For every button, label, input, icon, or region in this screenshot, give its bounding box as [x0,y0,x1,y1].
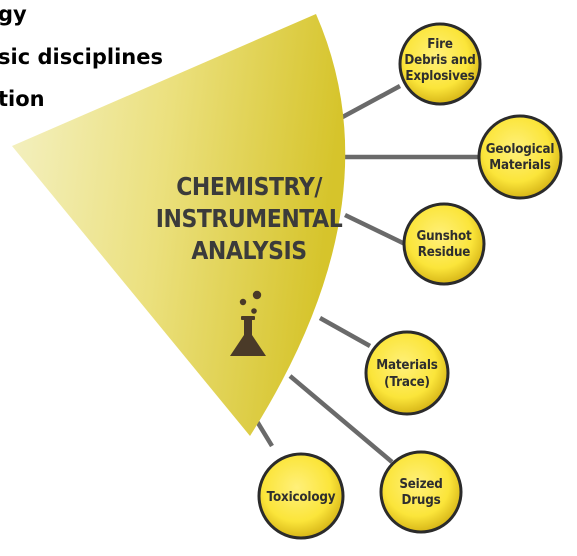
connector-materials [318,316,372,348]
node-seized[interactable]: Seized Drugs [379,450,463,534]
node-toxicology-line-1: Toxicology [267,489,336,505]
wedge-label-line-3: ANALYSIS [191,236,306,266]
node-gunshot[interactable]: Gunshot Residue [402,202,486,286]
flask-icon [230,290,266,356]
node-fire-line-2: Debris and [404,52,475,68]
node-materials[interactable]: Materials (Trace) [364,330,450,416]
node-geological[interactable]: Geological Materials [477,114,563,200]
node-materials-line-2: (Trace) [384,374,430,390]
node-geological-line-1: Geological [486,141,555,157]
chemistry-wedge [12,14,346,436]
heading-line-3: tion [0,87,45,111]
node-gunshot-line-2: Residue [418,244,470,260]
wedge-label-line-2: INSTRUMENTAL [156,204,343,234]
heading-line-2: sic disciplines [0,45,163,69]
node-fire[interactable]: Fire Debris and Explosives [398,22,482,106]
node-fire-line-1: Fire [427,36,453,52]
node-fire-line-3: Explosives [405,68,474,84]
node-gunshot-line-1: Gunshot [416,228,471,244]
node-seized-line-2: Drugs [401,492,440,508]
node-materials-line-1: Materials [376,357,437,373]
heading-line-1: gy [0,2,27,26]
node-seized-line-1: Seized [399,476,442,492]
node-toxicology[interactable]: Toxicology [257,452,345,540]
connector-seized [288,374,394,464]
connector-gunshot [344,212,406,247]
wedge-label-line-1: CHEMISTRY/ [176,172,323,202]
node-geological-line-2: Materials [489,157,550,173]
